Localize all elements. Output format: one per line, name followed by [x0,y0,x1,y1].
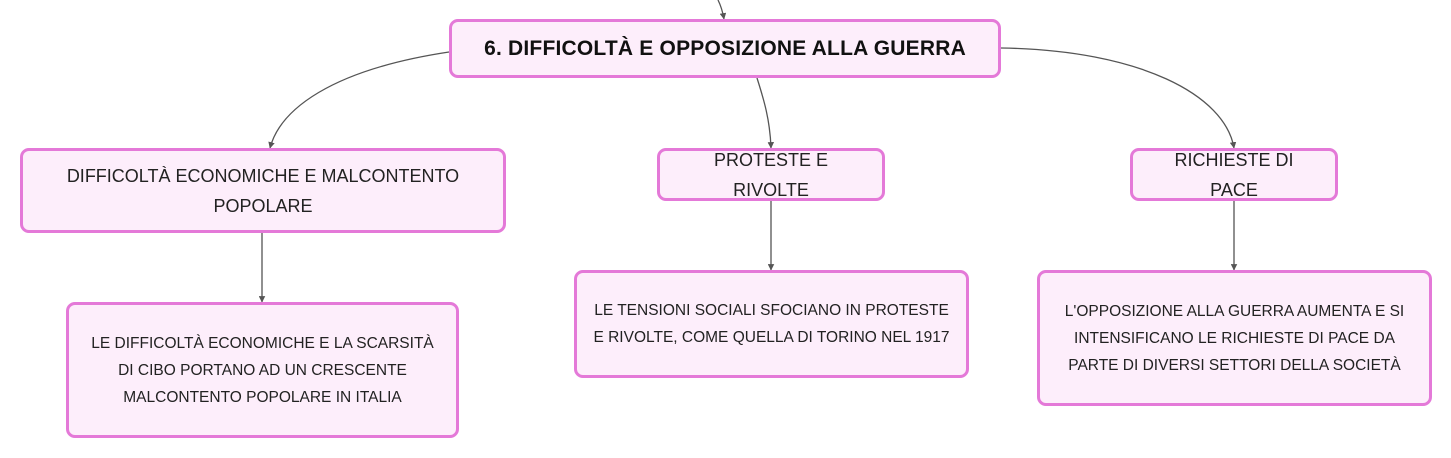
branch-label: PROTESTE E RIVOLTE [713,149,829,200]
branch-label: DIFFICOLTÀ ECONOMICHE E MALCONTENTO POPO… [66,165,460,216]
connector-root-to-branch-1 [268,51,450,149]
connector-root-to-branch-2 [756,77,775,149]
branch-node-economic-difficulties[interactable]: DIFFICOLTÀ ECONOMICHE E MALCONTENTO POPO… [20,148,506,233]
connector-root-to-branch-3 [1000,47,1237,149]
detail-node-economic-difficulties[interactable]: LE DIFFICOLTÀ ECONOMICHE E LA SCARSITÀ D… [66,302,459,438]
detail-node-protests[interactable]: LE TENSIONI SOCIALI SFOCIANO IN PROTESTE… [574,270,969,378]
branch-node-protests[interactable]: PROTESTE E RIVOLTE [657,148,885,201]
detail-text: LE TENSIONI SOCIALI SFOCIANO IN PROTESTE… [593,302,950,346]
connector-parent-to-root [717,0,727,20]
detail-text: L'OPPOSIZIONE ALLA GUERRA AUMENTA E SI I… [1064,302,1405,374]
branch-label: RICHIESTE DI PACE [1174,149,1294,200]
branch-node-peace-requests[interactable]: RICHIESTE DI PACE [1130,148,1338,201]
detail-text: LE DIFFICOLTÀ ECONOMICHE E LA SCARSITÀ D… [91,334,434,406]
root-topic-node[interactable]: 6. DIFFICOLTÀ E OPPOSIZIONE ALLA GUERRA [449,19,1001,78]
root-topic-label: 6. DIFFICOLTÀ E OPPOSIZIONE ALLA GUERRA [484,36,966,60]
detail-node-peace-requests[interactable]: L'OPPOSIZIONE ALLA GUERRA AUMENTA E SI I… [1037,270,1432,406]
